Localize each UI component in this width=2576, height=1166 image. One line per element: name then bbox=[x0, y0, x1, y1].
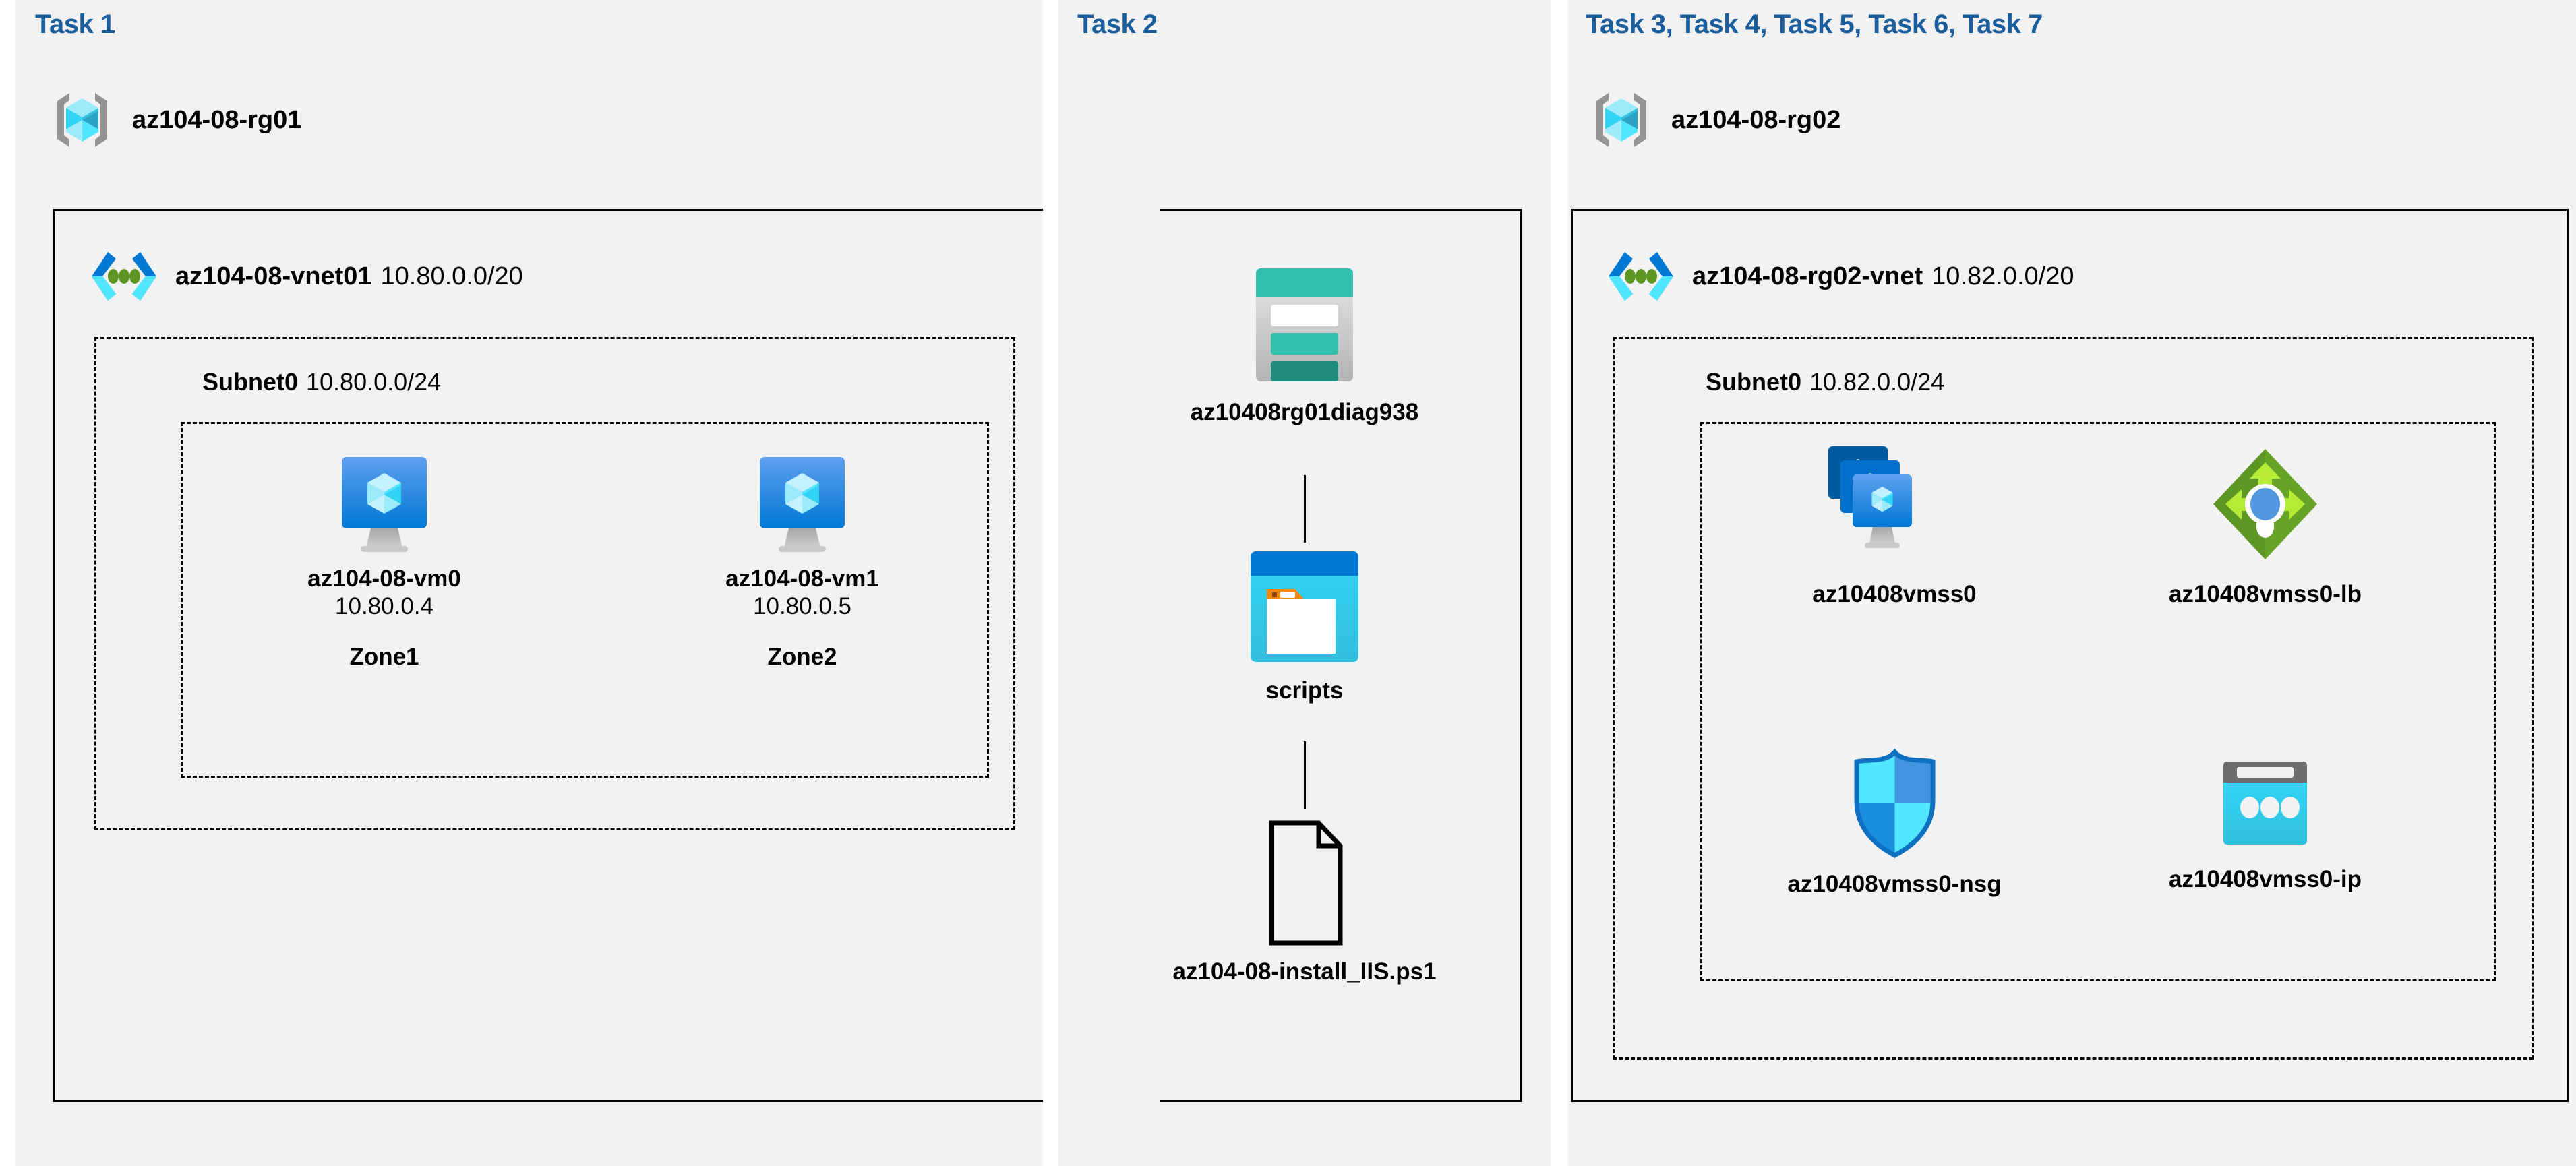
vmss-name: az10408vmss0 bbox=[1812, 581, 1977, 607]
vm-node-1[interactable]: az104-08-vm1 10.80.0.5 Zone2 bbox=[694, 452, 910, 671]
task2-panel-fill bbox=[1058, 0, 1160, 1166]
connector-container-to-file bbox=[1304, 741, 1306, 809]
virtual-machine-icon bbox=[752, 452, 853, 554]
task3-resource-group-inner-box bbox=[1700, 422, 2496, 981]
task1-resource-group-header: az104-08-rg01 bbox=[49, 86, 301, 154]
task3-vnet-name: az104-08-rg02-vnet bbox=[1692, 262, 1923, 290]
task3-subnet-name: Subnet0 bbox=[1706, 368, 1802, 396]
storage-account-node[interactable]: az10408rg01diag938 bbox=[1092, 263, 1517, 426]
task3-title: Task 3, Task 4, Task 5, Task 6, Task 7 bbox=[1586, 9, 2043, 39]
public-ip-name: az10408vmss0-ip bbox=[2168, 866, 2362, 892]
task1-title: Task 1 bbox=[35, 9, 115, 39]
blob-container-name: scripts bbox=[1265, 677, 1344, 704]
task1-resource-group-name: az104-08-rg01 bbox=[132, 105, 302, 134]
vm-node-1-name: az104-08-vm1 bbox=[725, 565, 879, 592]
vm-node-1-ip: 10.80.0.5 bbox=[753, 593, 851, 620]
load-balancer-name: az10408vmss0-lb bbox=[2168, 581, 2362, 607]
virtual-network-icon bbox=[1605, 243, 1677, 310]
vm-node-1-zone: Zone2 bbox=[767, 643, 837, 670]
task2-title: Task 2 bbox=[1077, 9, 1158, 39]
task3-subnet-box bbox=[1613, 337, 2534, 1060]
task1-vnet-header: az104-08-vnet01 10.80.0.0/20 bbox=[88, 243, 523, 310]
public-ip-node[interactable]: az10408vmss0-ip bbox=[2097, 754, 2434, 893]
task1-subnet-box bbox=[94, 337, 1015, 830]
network-security-group-node[interactable]: az10408vmss0-nsg bbox=[1726, 748, 2063, 898]
task3-resource-group-header: az104-08-rg02 bbox=[1588, 86, 1840, 154]
task3-subnet-cidr: 10.82.0.0/24 bbox=[1809, 368, 1945, 396]
resource-group-icon bbox=[49, 86, 116, 154]
storage-account-name: az10408rg01diag938 bbox=[1190, 399, 1419, 425]
task1-vnet-name: az104-08-vnet01 bbox=[175, 262, 372, 290]
load-balancer-icon bbox=[2208, 445, 2323, 570]
vm-node-0-zone: Zone1 bbox=[349, 643, 419, 670]
script-file-node[interactable]: az104-08-install_IIS.ps1 bbox=[1092, 819, 1517, 985]
task2-panel-overlay bbox=[1043, 0, 1058, 1166]
load-balancer-node[interactable]: az10408vmss0-lb bbox=[2097, 445, 2434, 608]
storage-account-icon bbox=[1237, 263, 1372, 388]
task1-subnet-name: Subnet0 bbox=[202, 368, 299, 396]
script-file-name: az104-08-install_IIS.ps1 bbox=[1172, 958, 1437, 985]
task3-resource-group-name: az104-08-rg02 bbox=[1671, 105, 1841, 134]
vm-scale-set-icon bbox=[1827, 445, 1962, 570]
vm-node-0[interactable]: az104-08-vm0 10.80.0.4 Zone1 bbox=[276, 452, 492, 671]
task1-vm-group-box bbox=[181, 422, 989, 778]
connector-storage-to-container bbox=[1304, 475, 1306, 543]
network-security-group-name: az10408vmss0-nsg bbox=[1787, 871, 2002, 897]
task1-subnet-cidr: 10.80.0.0/24 bbox=[306, 368, 442, 396]
resource-group-icon bbox=[1588, 86, 1655, 154]
vmss-node[interactable]: az10408vmss0 bbox=[1726, 445, 2063, 608]
blob-container-icon bbox=[1245, 547, 1364, 666]
public-ip-address-icon bbox=[2215, 754, 2316, 855]
task3-vnet-box bbox=[1571, 209, 2569, 1102]
network-security-group-icon bbox=[1846, 748, 1944, 859]
vm-node-0-name: az104-08-vm0 bbox=[307, 565, 461, 592]
task1-vnet-cidr: 10.80.0.0/20 bbox=[380, 262, 523, 290]
blob-container-node[interactable]: scripts bbox=[1092, 547, 1517, 704]
task3-vnet-header: az104-08-rg02-vnet 10.82.0.0/20 bbox=[1605, 243, 2074, 310]
virtual-machine-icon bbox=[334, 452, 435, 554]
task3-vnet-cidr: 10.82.0.0/20 bbox=[1931, 262, 2074, 290]
vm-node-0-ip: 10.80.0.4 bbox=[335, 593, 433, 620]
file-document-icon bbox=[1254, 819, 1355, 947]
virtual-network-icon bbox=[88, 243, 160, 310]
